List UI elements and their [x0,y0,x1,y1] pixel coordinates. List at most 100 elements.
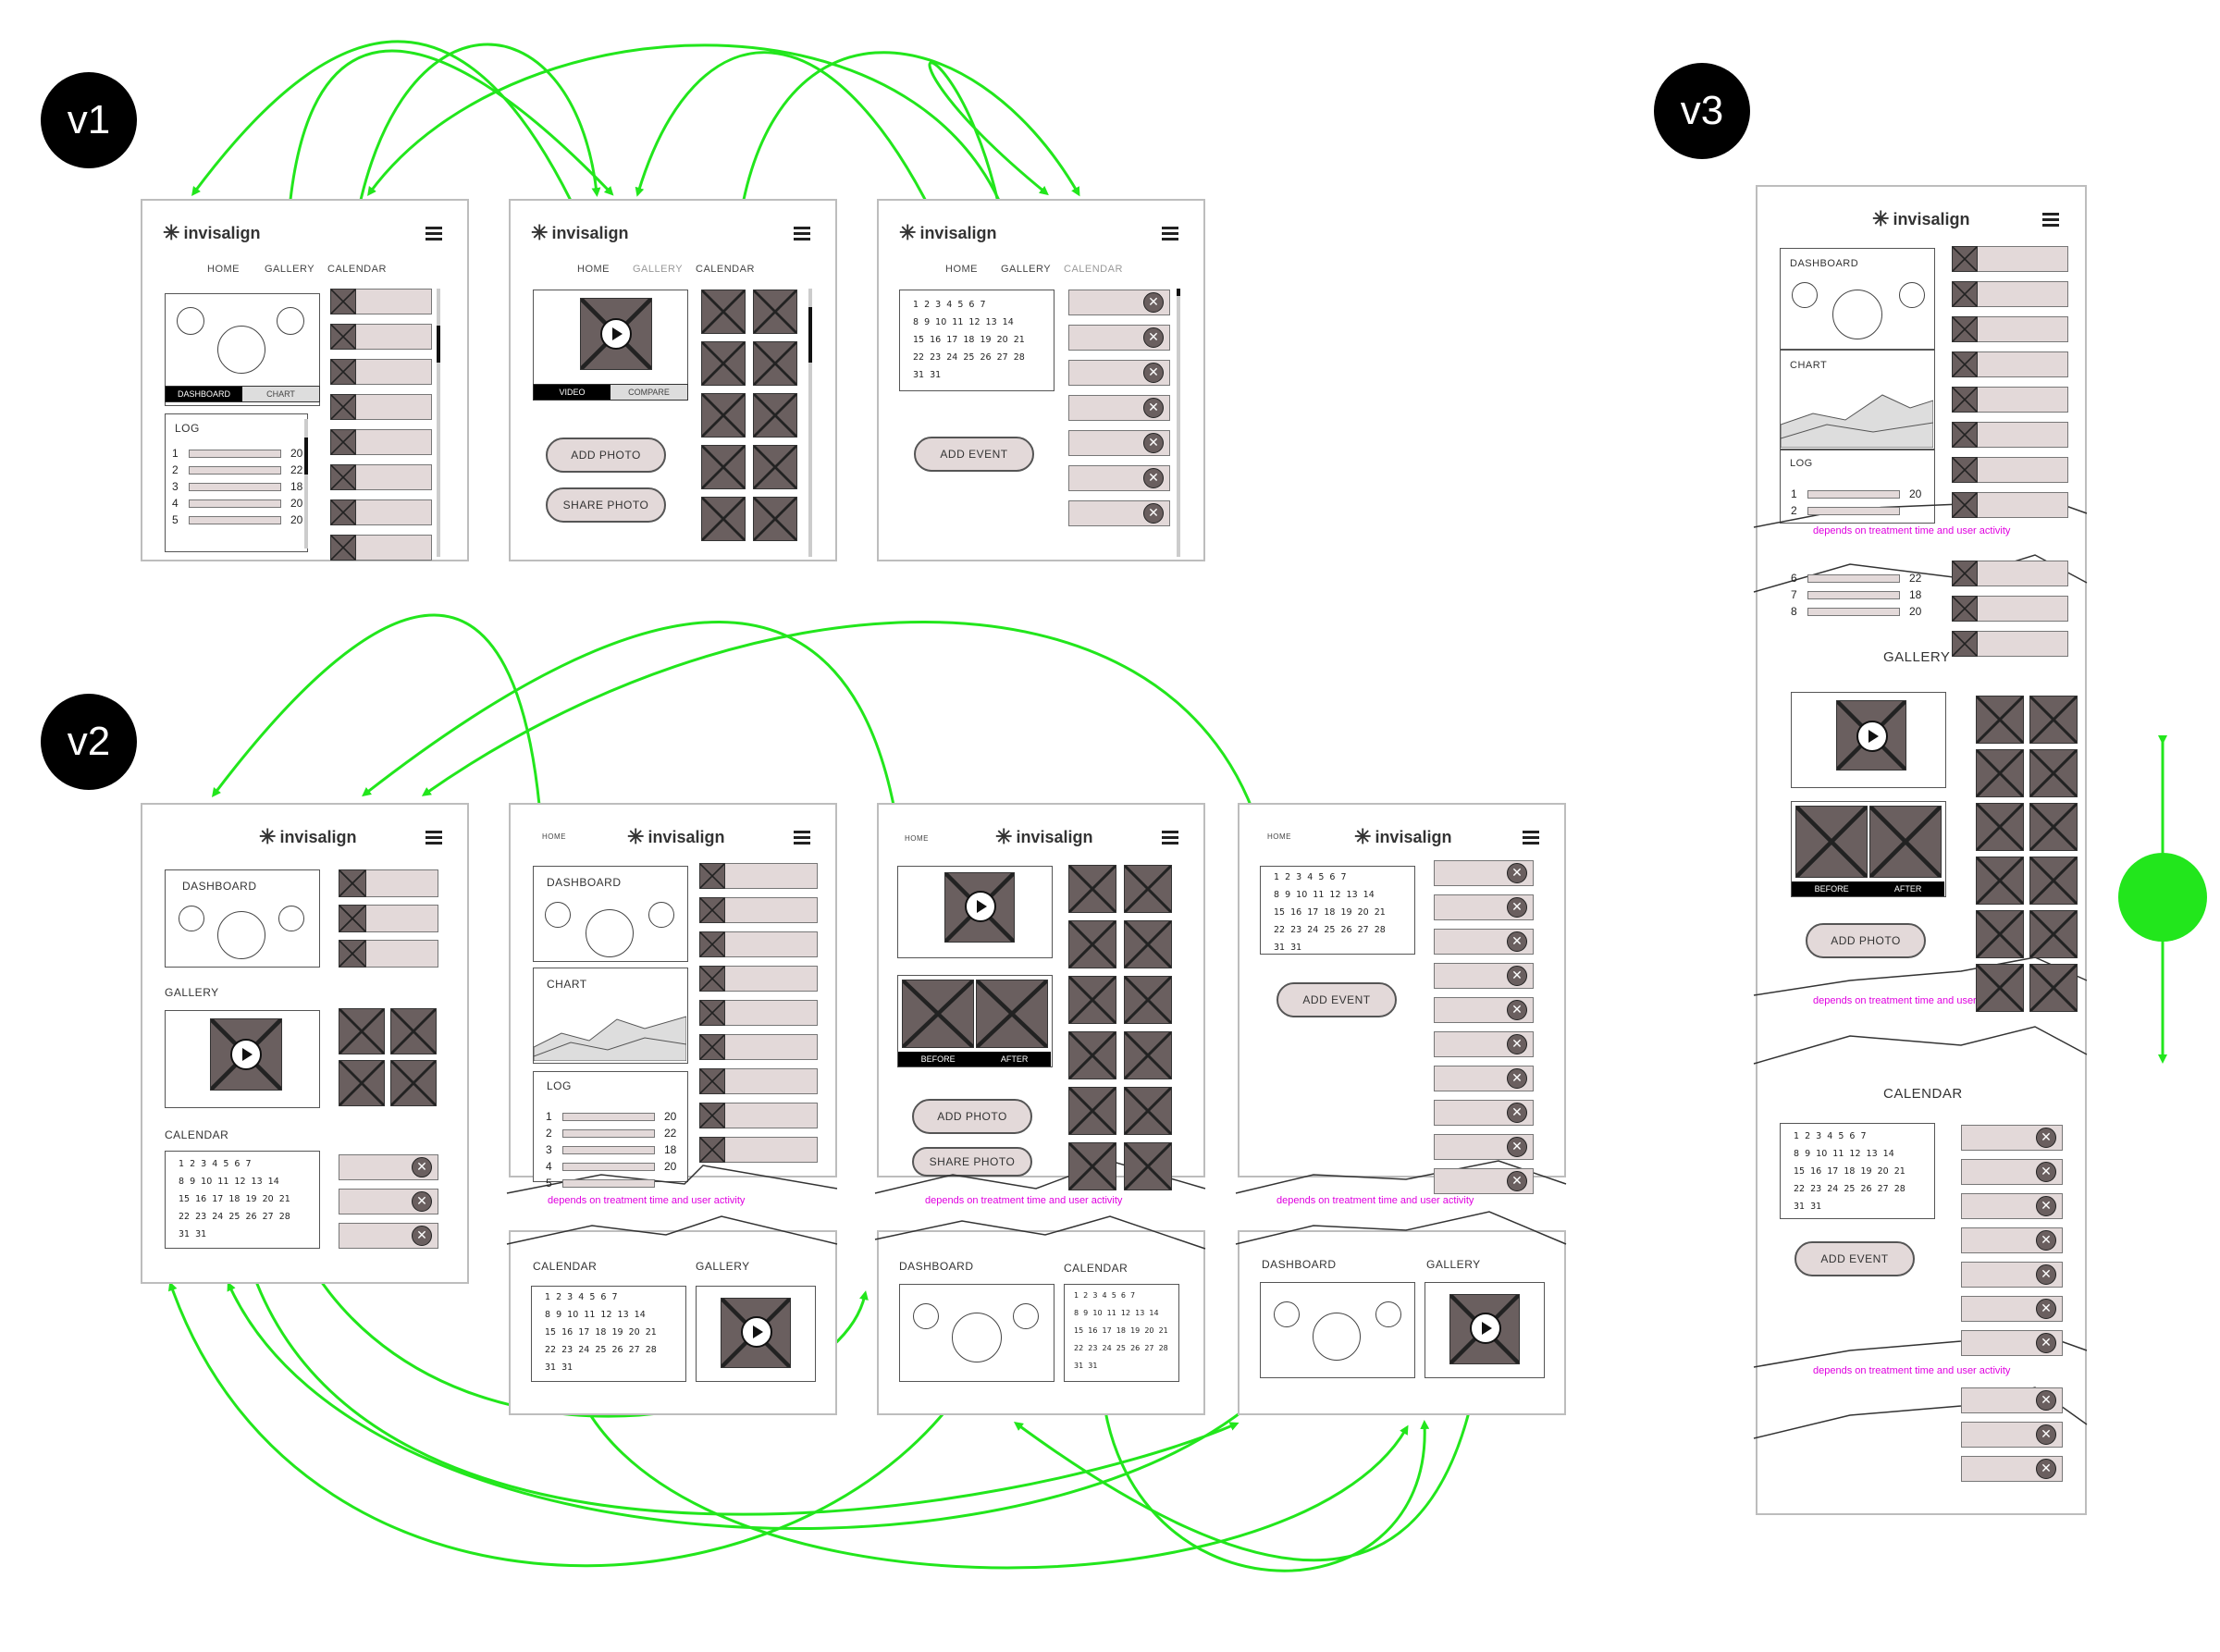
image-placeholder[interactable] [2029,749,2078,797]
hamburger-icon[interactable] [2042,213,2059,228]
close-icon[interactable]: ✕ [1507,1103,1527,1123]
close-icon[interactable]: ✕ [2036,1264,2056,1285]
list-item[interactable] [699,1103,818,1128]
event-list-item[interactable]: ✕ [1434,963,1534,989]
close-icon[interactable]: ✕ [1507,1137,1527,1157]
close-icon[interactable]: ✕ [1507,931,1527,952]
list-item[interactable] [1952,631,2068,657]
event-list-item[interactable]: ✕ [1961,1387,2063,1413]
image-placeholder[interactable] [390,1060,437,1106]
play-icon[interactable] [230,1039,262,1070]
list-item[interactable] [699,966,818,992]
image-placeholder[interactable] [1068,976,1116,1024]
close-icon[interactable]: ✕ [1507,966,1527,986]
event-list-item[interactable]: ✕ [1434,1031,1534,1057]
image-placeholder[interactable] [753,341,797,386]
close-icon[interactable]: ✕ [2036,1128,2056,1148]
event-list-item[interactable]: ✕ [1961,1330,2063,1356]
nav-calendar[interactable]: CALENDAR [327,264,387,275]
list-item[interactable] [330,324,432,350]
image-placeholder[interactable] [1068,865,1116,913]
add-photo-button[interactable]: ADD PHOTO [912,1099,1032,1134]
image-placeholder[interactable] [1068,1087,1116,1135]
nav-home[interactable]: HOME [945,264,978,275]
image-placeholder[interactable] [2029,857,2078,905]
close-icon[interactable]: ✕ [1507,1034,1527,1054]
close-icon[interactable]: ✕ [2036,1424,2056,1445]
close-icon[interactable]: ✕ [2036,1162,2056,1182]
list-item[interactable] [1952,246,2068,272]
event-list-item[interactable]: ✕ [1434,860,1534,886]
dashboard-tabs[interactable]: DASHBOARD CHART [165,386,320,402]
close-icon[interactable]: ✕ [1143,398,1164,418]
image-placeholder[interactable] [1795,806,1868,878]
image-placeholder[interactable] [701,497,746,541]
list-item[interactable] [330,394,432,420]
event-list-item[interactable]: ✕ [1068,325,1170,351]
event-list-item[interactable]: ✕ [1068,395,1170,421]
close-icon[interactable]: ✕ [1507,1068,1527,1089]
tab-dashboard[interactable]: DASHBOARD [166,387,242,401]
close-icon[interactable]: ✕ [1143,468,1164,488]
event-list-item[interactable]: ✕ [1961,1296,2063,1322]
image-placeholder[interactable] [1124,920,1172,968]
image-placeholder[interactable] [1869,806,1942,878]
hamburger-icon[interactable] [426,831,442,845]
calendar-card[interactable]: 1 2 3 4 5 6 7 8 9 10 11 12 13 14 15 16 1… [165,1151,320,1249]
image-placeholder[interactable] [2029,803,2078,851]
event-list-item[interactable]: ✕ [1434,1100,1534,1126]
list-item[interactable] [699,1000,818,1026]
event-list-item[interactable]: ✕ [1434,929,1534,955]
list-item[interactable] [699,1034,818,1060]
close-icon[interactable]: ✕ [412,1226,432,1246]
image-placeholder[interactable] [753,445,797,489]
image-placeholder[interactable] [1976,803,2024,851]
image-placeholder[interactable] [1124,976,1172,1024]
hamburger-icon[interactable] [1162,227,1178,241]
image-placeholder[interactable] [1068,1031,1116,1079]
event-list-item[interactable]: ✕ [1434,997,1534,1023]
close-icon[interactable]: ✕ [1143,363,1164,383]
close-icon[interactable]: ✕ [2036,1390,2056,1411]
gallery-card[interactable] [165,1010,320,1108]
hamburger-icon[interactable] [1162,831,1178,845]
play-icon[interactable] [1856,721,1888,752]
add-photo-button[interactable]: ADD PHOTO [546,438,666,473]
image-placeholder[interactable] [701,393,746,438]
list-item[interactable] [339,940,438,968]
list-item[interactable] [330,289,432,314]
list-item[interactable] [330,499,432,525]
event-list-item[interactable]: ✕ [1961,1125,2063,1151]
image-placeholder[interactable] [1976,696,2024,744]
image-placeholder[interactable] [753,497,797,541]
tab-chart[interactable]: CHART [242,387,319,401]
image-placeholder[interactable] [701,445,746,489]
close-icon[interactable]: ✕ [2036,1459,2056,1479]
close-icon[interactable]: ✕ [2036,1333,2056,1353]
play-icon[interactable] [741,1316,772,1348]
list-item[interactable] [339,869,438,897]
event-list-item[interactable]: ✕ [1434,1134,1534,1160]
close-icon[interactable]: ✕ [1143,292,1164,313]
image-placeholder[interactable] [1976,964,2024,1012]
image-placeholder[interactable] [339,1060,385,1106]
list-item[interactable] [339,905,438,932]
event-list-item[interactable]: ✕ [1068,290,1170,315]
event-list-item[interactable]: ✕ [1068,430,1170,456]
image-placeholder[interactable] [1124,1087,1172,1135]
list-item[interactable] [1952,351,2068,377]
list-item[interactable] [330,464,432,490]
nav-gallery[interactable]: GALLERY [1001,264,1052,275]
nav-home[interactable]: HOME [577,264,610,275]
close-icon[interactable]: ✕ [1143,503,1164,524]
image-placeholder[interactable] [2029,696,2078,744]
close-icon[interactable]: ✕ [2036,1196,2056,1216]
event-list-item[interactable]: ✕ [1961,1227,2063,1253]
list-item[interactable] [330,359,432,385]
add-event-button[interactable]: ADD EVENT [1794,1241,1915,1276]
add-event-button[interactable]: ADD EVENT [914,437,1034,472]
event-list-item[interactable]: ✕ [1434,1168,1534,1194]
list-item[interactable] [1952,492,2068,518]
nav-gallery[interactable]: GALLERY [633,264,684,275]
close-icon[interactable]: ✕ [1507,863,1527,883]
